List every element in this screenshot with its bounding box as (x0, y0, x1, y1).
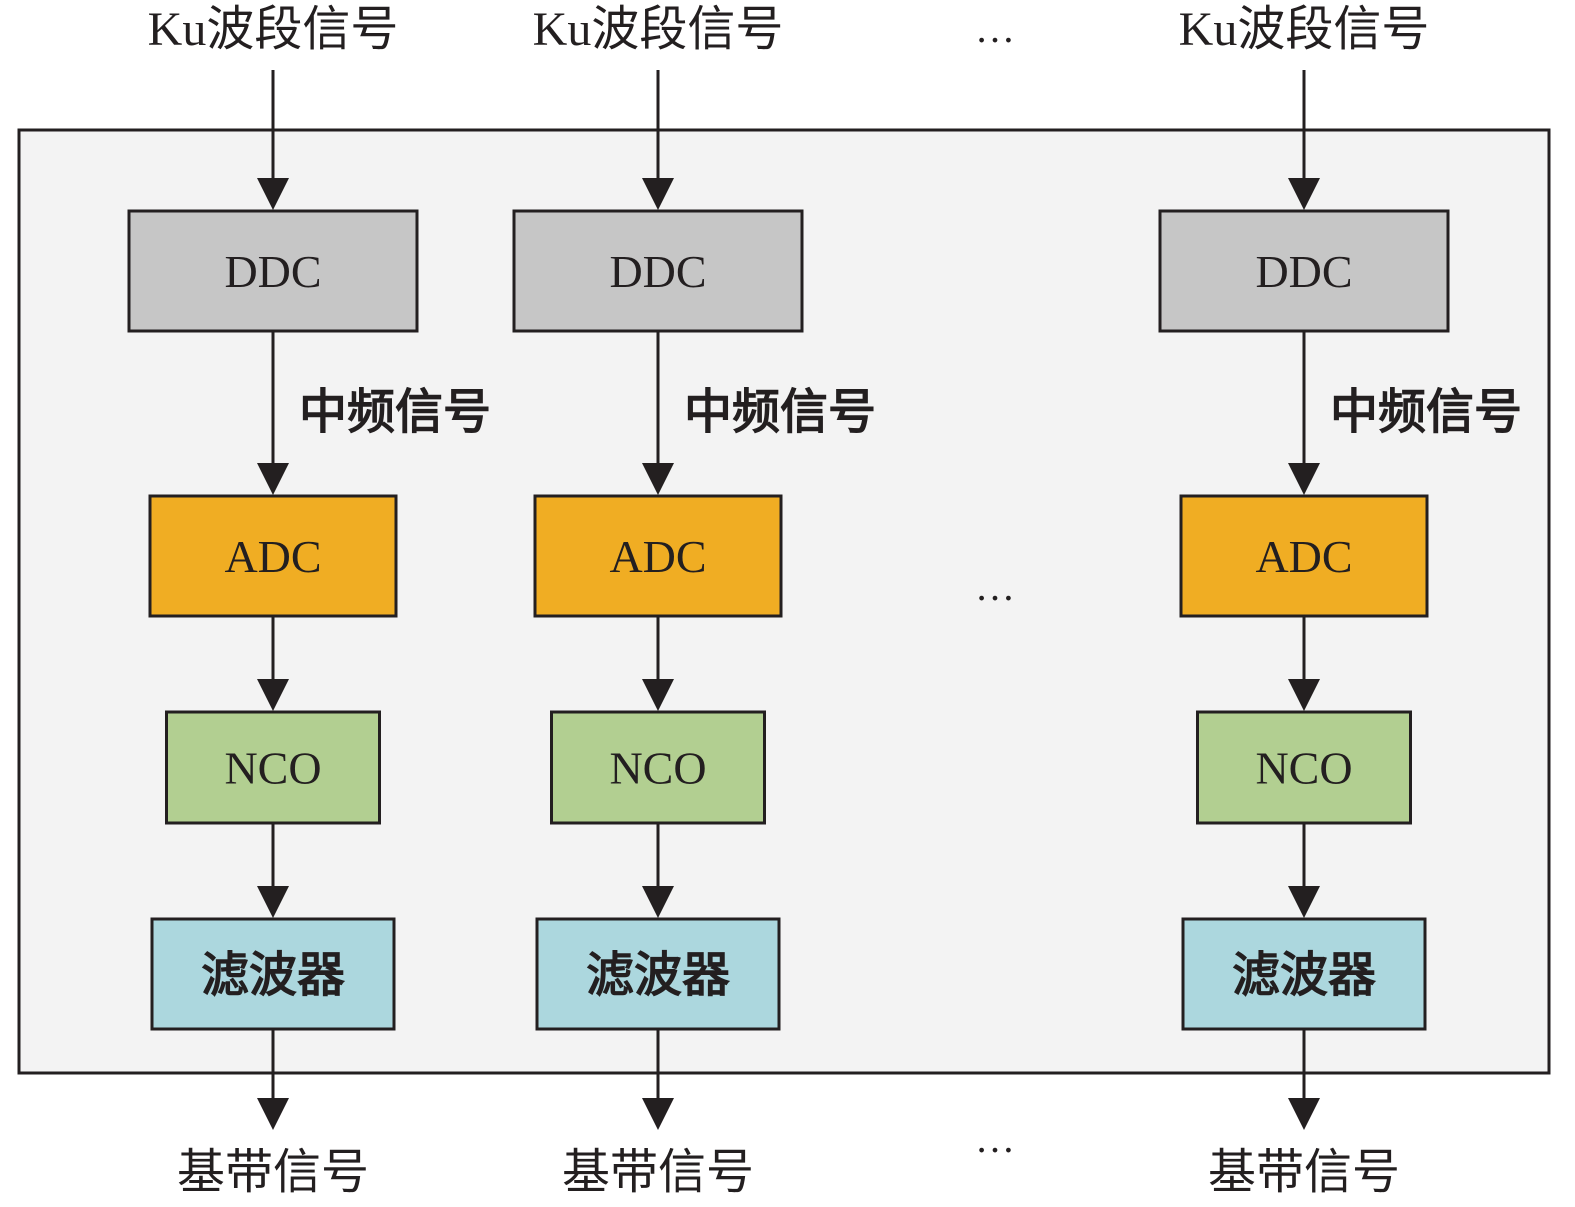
ddc-block-box (512, 209, 804, 333)
arrow-adc-to-nco (642, 616, 674, 711)
input-arrow (642, 70, 674, 210)
ddc-block-label: DDC (1255, 246, 1352, 297)
adc-block: ADC (148, 494, 398, 618)
arrow-head-icon (257, 886, 289, 918)
adc-block-box (1179, 494, 1429, 618)
filter-block-label: 滤波器 (586, 949, 731, 1002)
filter-block-label: 滤波器 (1232, 949, 1377, 1002)
adc-block: ADC (533, 494, 783, 618)
arrow-head-icon (642, 463, 674, 495)
adc-block: ADC (1179, 494, 1429, 618)
nco-block-label: NCO (609, 743, 706, 794)
arrow-head-icon (257, 178, 289, 210)
adc-block-box (148, 494, 398, 618)
arrow-ddc-to-adc (1288, 331, 1320, 495)
arrow-head-icon (257, 463, 289, 495)
ddc-block-label: DDC (609, 246, 706, 297)
intermediate-signal-label: 中频信号 (299, 386, 491, 439)
input-label: Ku波段信号 (533, 3, 784, 56)
ddc-block: DDC (127, 209, 419, 333)
arrow-adc-to-nco (1288, 616, 1320, 711)
nco-block-label: NCO (1255, 743, 1352, 794)
filter-block: 滤波器 (150, 917, 396, 1031)
filter-block-label: 滤波器 (201, 949, 346, 1002)
intermediate-signal-label: 中频信号 (1330, 386, 1522, 439)
output-arrow (257, 1029, 289, 1130)
filter-block: 滤波器 (535, 917, 781, 1031)
arrow-head-icon (1288, 1098, 1320, 1130)
arrow-head-icon (642, 679, 674, 711)
arrow-ddc-to-adc (642, 331, 674, 495)
nco-block-label: NCO (224, 743, 321, 794)
output-arrow (1288, 1029, 1320, 1130)
arrow-head-icon (1288, 679, 1320, 711)
filter-block: 滤波器 (1181, 917, 1427, 1031)
output-label: 基带信号 (177, 1146, 369, 1199)
nco-block-box (550, 710, 766, 825)
ddc-block-box (1158, 209, 1450, 333)
filter-block-box (535, 917, 781, 1031)
arrow-head-icon (1288, 178, 1320, 210)
nco-block-box (165, 710, 381, 825)
filter-block-box (150, 917, 396, 1031)
input-label: Ku波段信号 (148, 3, 399, 56)
adc-block-label: ADC (1255, 531, 1352, 582)
arrow-head-icon (257, 679, 289, 711)
arrow-head-icon (642, 1098, 674, 1130)
intermediate-signal-label: 中频信号 (684, 386, 876, 439)
input-arrow (257, 70, 289, 210)
ellipsis-bottom: … (975, 1116, 1015, 1161)
arrow-head-icon (642, 178, 674, 210)
adc-block-label: ADC (224, 531, 321, 582)
output-arrow (642, 1029, 674, 1130)
input-arrow (1288, 70, 1320, 210)
filter-block-box (1181, 917, 1427, 1031)
input-label: Ku波段信号 (1179, 3, 1430, 56)
output-label: 基带信号 (1208, 1146, 1400, 1199)
ellipsis-top: … (975, 6, 1015, 51)
ellipsis-middle: … (975, 564, 1015, 609)
nco-block: NCO (1196, 710, 1412, 825)
adc-block-box (533, 494, 783, 618)
ddc-block: DDC (1158, 209, 1450, 333)
arrow-adc-to-nco (257, 616, 289, 711)
nco-block: NCO (165, 710, 381, 825)
arrow-nco-to-filter (257, 823, 289, 918)
nco-block-box (1196, 710, 1412, 825)
arrow-head-icon (642, 886, 674, 918)
ddc-block-label: DDC (224, 246, 321, 297)
arrow-head-icon (1288, 463, 1320, 495)
ddc-block: DDC (512, 209, 804, 333)
arrow-nco-to-filter (642, 823, 674, 918)
arrow-ddc-to-adc (257, 331, 289, 495)
nco-block: NCO (550, 710, 766, 825)
adc-block-label: ADC (609, 531, 706, 582)
arrow-nco-to-filter (1288, 823, 1320, 918)
output-label: 基带信号 (562, 1146, 754, 1199)
arrow-head-icon (1288, 886, 1320, 918)
arrow-head-icon (257, 1098, 289, 1130)
